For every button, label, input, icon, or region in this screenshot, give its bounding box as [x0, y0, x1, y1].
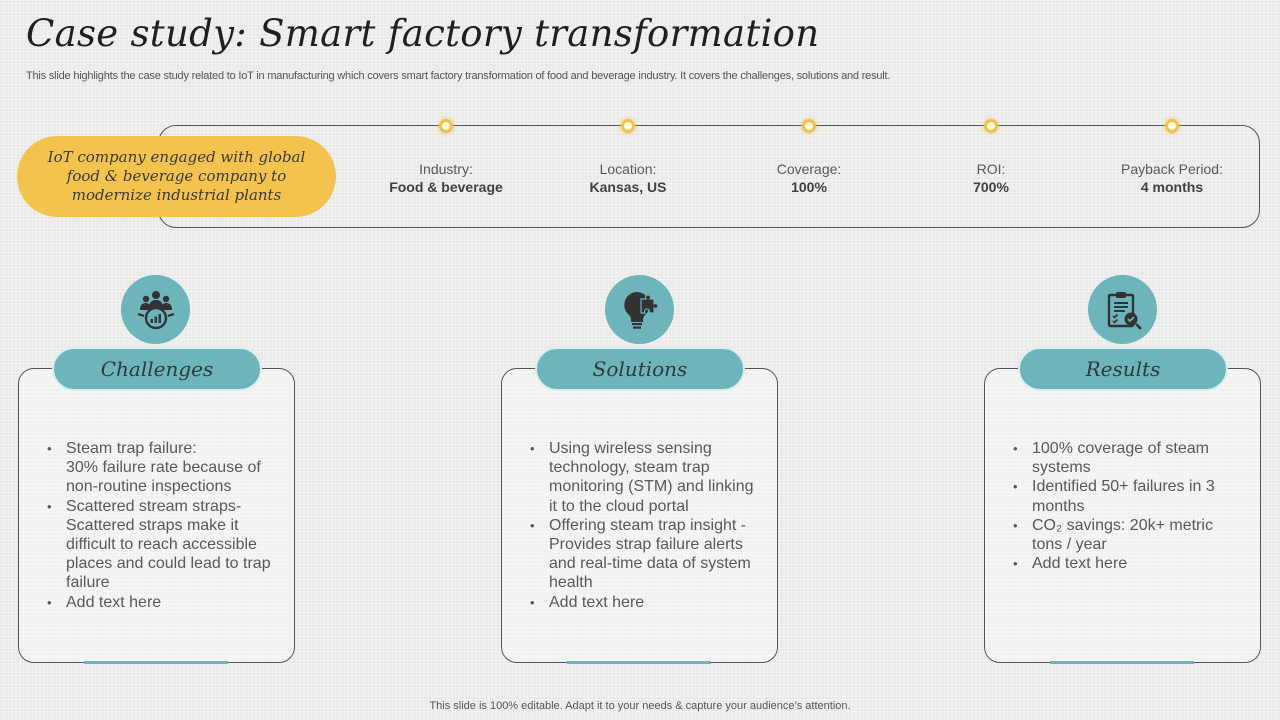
stat-label: Coverage:: [776, 161, 842, 177]
stat-coverage: Coverage: 100%: [719, 160, 899, 196]
timeline-dot: [1165, 119, 1179, 133]
bullet-text: CO₂ savings: 20k+ metric tons / year: [1032, 516, 1213, 554]
list-item: Add text here: [1013, 554, 1244, 573]
stat-label: Payback Period:: [1121, 161, 1223, 177]
solutions-header: Solutions: [535, 347, 745, 391]
solutions-list: Using wireless sensing technology, steam…: [530, 439, 761, 612]
timeline-dot: [802, 119, 816, 133]
timeline-dot: [439, 119, 453, 133]
stat-value: 700%: [973, 179, 1009, 195]
list-item: Add text here: [530, 593, 761, 612]
list-item: Offering steam trap insight - Provides s…: [530, 516, 761, 593]
results-list: 100% coverage of steam systems Identifie…: [1013, 439, 1244, 574]
stat-value: Kansas, US: [589, 179, 667, 195]
timeline-dot: [621, 119, 635, 133]
bullet-text: 100% coverage of steam systems: [1032, 440, 1209, 477]
bullet-text: Using wireless sensing technology, steam…: [549, 440, 754, 515]
card-bottom-accent: [84, 661, 228, 664]
page-subtitle: This slide highlights the case study rel…: [26, 70, 891, 82]
stat-industry: Industry: Food & beverage: [356, 160, 536, 196]
timeline-dot: [984, 119, 998, 133]
stat-label: Location:: [599, 161, 657, 177]
list-item: Identified 50+ failures in 3 months: [1013, 477, 1244, 515]
footer-note: This slide is 100% editable. Adapt it to…: [429, 700, 851, 712]
results-header: Results: [1018, 347, 1228, 391]
card-bottom-accent: [1050, 661, 1194, 664]
bullet-text: Identified 50+ failures in 3 months: [1032, 478, 1215, 515]
list-item: 100% coverage of steam systems: [1013, 439, 1244, 477]
bullet-text: Steam trap failure: 30% failure rate bec…: [66, 440, 261, 496]
summary-pill: IoT company engaged with global food & b…: [17, 136, 336, 217]
card-bottom-accent: [567, 661, 711, 664]
list-item: Using wireless sensing technology, steam…: [530, 439, 761, 516]
stat-payback-period: Payback Period: 4 months: [1082, 160, 1262, 196]
bullet-text: Scattered stream straps- Scattered strap…: [66, 497, 271, 592]
stat-label: ROI:: [976, 161, 1006, 177]
list-item: CO₂ savings: 20k+ metric tons / year: [1013, 516, 1244, 554]
stat-location: Location: Kansas, US: [538, 160, 718, 196]
bullet-text: Add text here: [1032, 555, 1128, 573]
challenges-card: Steam trap failure: 30% failure rate bec…: [18, 368, 295, 664]
solutions-card: Using wireless sensing technology, steam…: [501, 368, 778, 664]
list-item: Steam trap failure: 30% failure rate bec…: [47, 439, 278, 497]
stat-value: 100%: [791, 179, 827, 195]
clipboard-check-icon: [1088, 275, 1157, 344]
stat-roi: ROI: 700%: [901, 160, 1081, 196]
bullet-text: Add text here: [66, 593, 162, 611]
results-card: 100% coverage of steam systems Identifie…: [984, 368, 1261, 664]
lightbulb-puzzle-icon: [605, 275, 674, 344]
bullet-text: Offering steam trap insight - Provides s…: [549, 516, 751, 592]
list-item: Scattered stream straps- Scattered strap…: [47, 497, 278, 593]
page-title: Case study: Smart factory transformation: [26, 12, 820, 55]
bullet-text: Add text here: [549, 593, 645, 611]
team-analytics-icon: [121, 275, 190, 344]
stat-label: Industry:: [419, 161, 473, 177]
challenges-header: Challenges: [52, 347, 262, 391]
stat-value: Food & beverage: [389, 179, 503, 195]
info-bar: Industry: Food & beverage Location: Kans…: [158, 119, 1262, 228]
stat-value: 4 months: [1140, 179, 1204, 195]
challenges-list: Steam trap failure: 30% failure rate bec…: [47, 439, 278, 612]
list-item: Add text here: [47, 593, 278, 612]
